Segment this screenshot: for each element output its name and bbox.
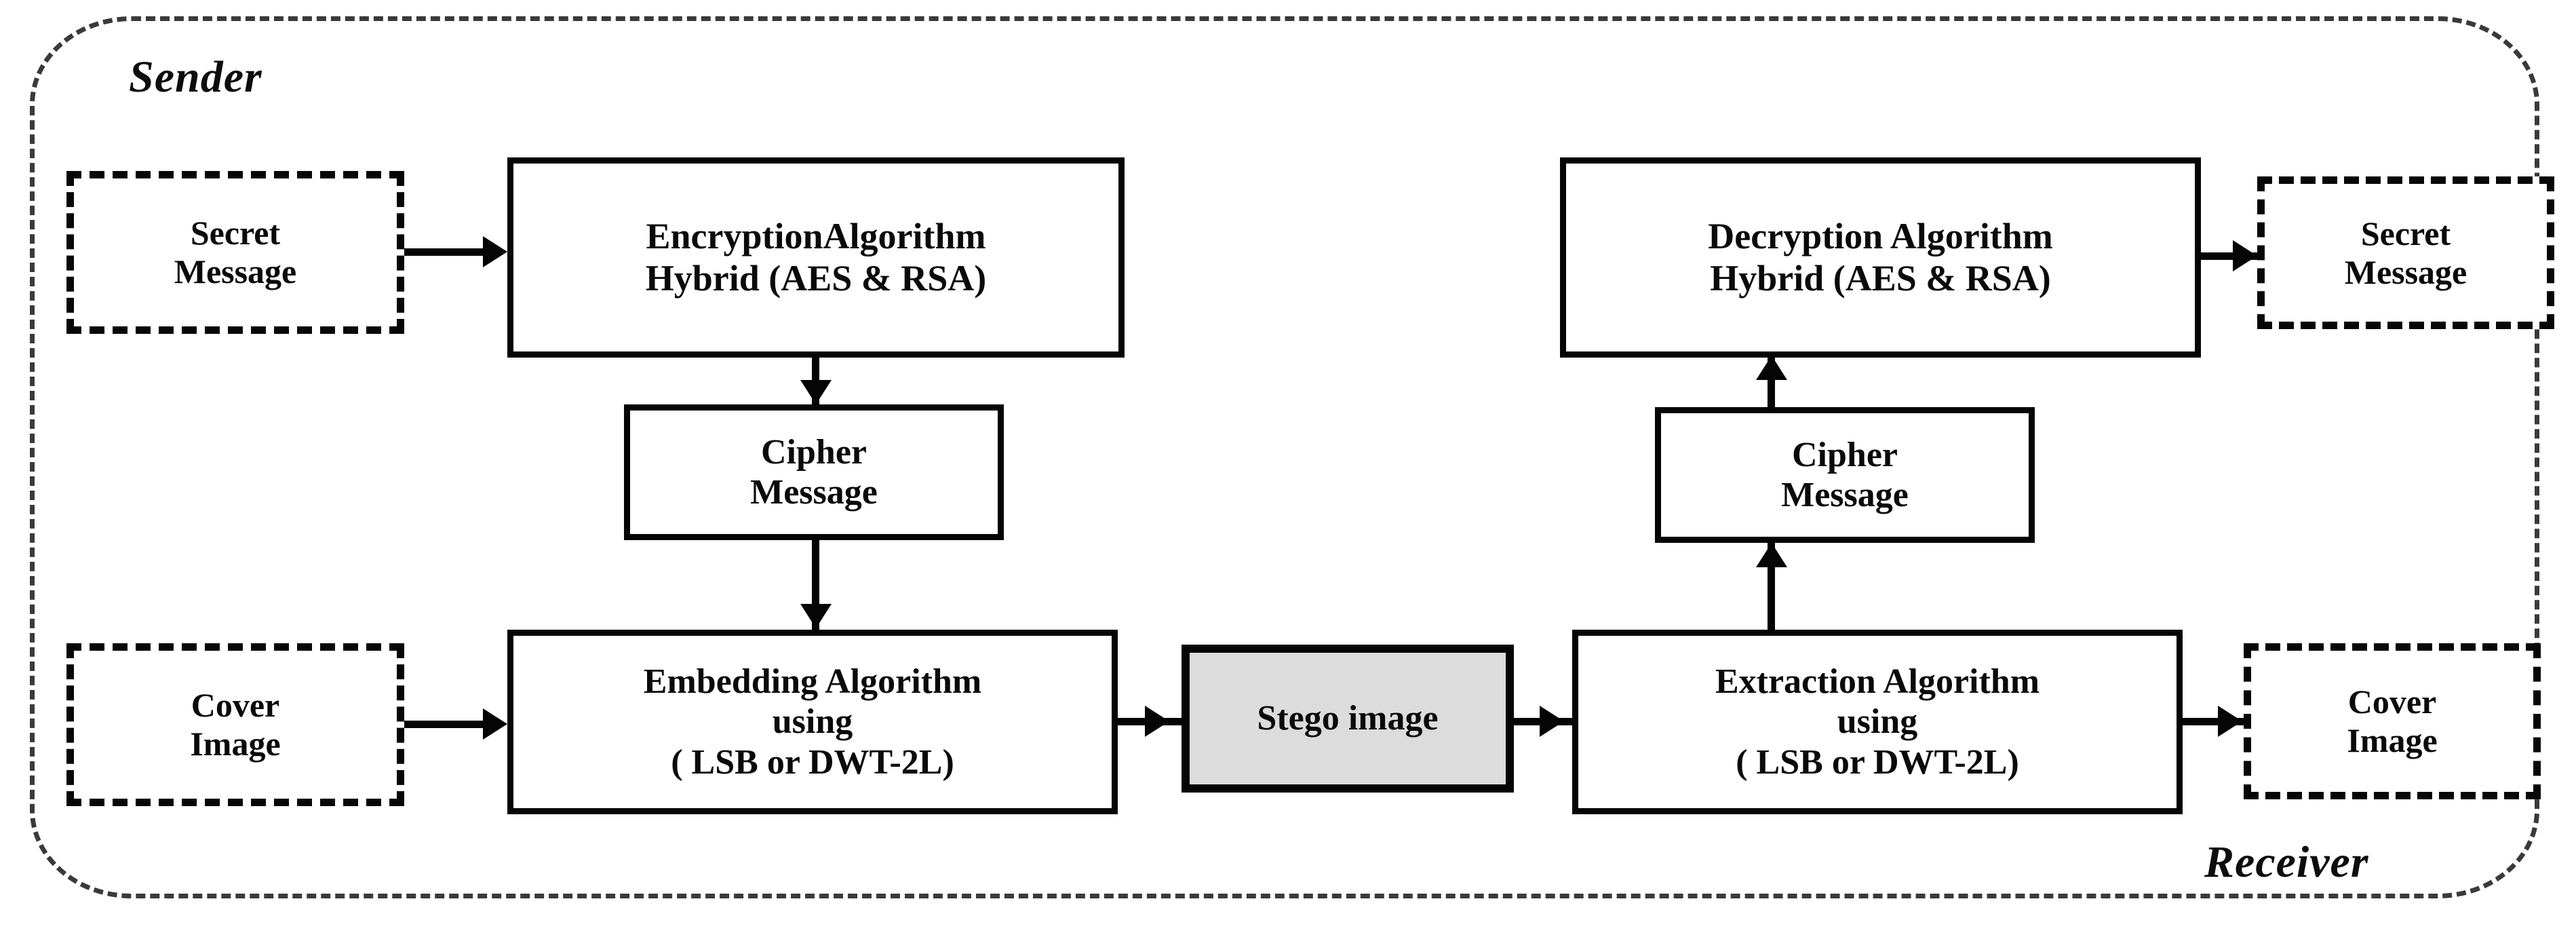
node-line-2: Image [190,725,281,763]
node-label: Cipher Message [1661,435,2029,516]
node-line-2: using [772,702,853,742]
arrowhead-cover-to-embedding [483,708,507,740]
node-label: Secret Message [2265,214,2547,292]
node-line-2: Message [174,252,297,290]
node-line-1: Extraction Algorithm [1715,662,2040,702]
arrowhead-cipher-to-decryption [1756,356,1787,380]
node-line-1: Embedding Algorithm [643,662,982,702]
connector-cipher-to-decryption [1768,356,1775,408]
node-label: Decryption Algorithm Hybrid (AES & RSA) [1566,216,2195,299]
node-line-1: EncryptionAlgorithm [646,215,986,256]
node-extraction-algorithm[interactable]: Extraction Algorithm using ( LSB or DWT-… [1572,630,2183,814]
arrowhead-decryption-to-secret [2233,240,2257,271]
node-line-3: ( LSB or DWT-2L) [1736,742,2019,782]
node-label: Extraction Algorithm using ( LSB or DWT-… [1578,662,2177,782]
receiver-label: Receiver [2204,837,2369,887]
node-label: Stego image [1190,698,1506,738]
arrowhead-embedding-to-stego [1145,706,1169,737]
node-line-2: Message [2344,252,2467,291]
arrowhead-encryption-to-cipher [800,380,832,404]
node-line-2: Message [1781,476,1909,514]
node-line-1: Secret [190,214,281,252]
connector-extraction-to-cipher [1768,543,1775,632]
node-line-2: using [1837,702,1918,742]
connector-cover-to-embedding [404,721,487,728]
connector-decryption-to-secret [2201,252,2261,260]
node-label: Embedding Algorithm using ( LSB or DWT-2… [513,662,1112,782]
node-cipher-message-sender[interactable]: Cipher Message [624,404,1004,540]
node-secret-message-input[interactable]: Secret Message [66,171,404,334]
node-secret-message-output[interactable]: Secret Message [2257,176,2554,329]
connector-cipher-to-embedding [812,540,819,630]
node-cover-image-output[interactable]: Cover Image [2244,643,2541,799]
system-boundary [30,16,2539,898]
node-line-3: ( LSB or DWT-2L) [671,742,954,782]
node-line-1: Cover [191,686,280,724]
node-line-1: Cipher [1792,435,1898,474]
node-line-1: Decryption Algorithm [1708,215,2053,256]
node-line-2: Message [750,473,878,512]
node-label: EncryptionAlgorithm Hybrid (AES & RSA) [513,216,1118,299]
node-encryption-algorithm[interactable]: EncryptionAlgorithm Hybrid (AES & RSA) [507,157,1125,358]
node-cover-image-input[interactable]: Cover Image [66,643,404,806]
node-decryption-algorithm[interactable]: Decryption Algorithm Hybrid (AES & RSA) [1560,157,2201,358]
node-cipher-message-receiver[interactable]: Cipher Message [1655,407,2035,543]
arrowhead-cipher-to-embedding [800,604,832,628]
node-embedding-algorithm[interactable]: Embedding Algorithm using ( LSB or DWT-2… [507,630,1118,814]
node-label: Cover Image [74,686,397,763]
connector-secret-to-encryption [404,248,487,256]
node-label: Cipher Message [630,432,998,513]
arrowhead-stego-to-extraction [1540,706,1564,737]
node-line-1: Secret [2360,214,2451,252]
node-stego-image[interactable]: Stego image [1182,645,1514,793]
node-line-1: Cover [2347,683,2437,721]
arrowhead-extraction-to-cipher [1756,543,1787,567]
node-line-1: Stego image [1257,699,1439,738]
arrowhead-extraction-to-cover [2218,706,2242,737]
node-label: Secret Message [74,214,397,291]
node-label: Cover Image [2251,683,2533,760]
node-line-2: Image [2347,721,2438,759]
connector-extraction-to-cover [2183,718,2249,725]
node-line-2: Hybrid (AES & RSA) [1710,257,2051,299]
arrowhead-secret-to-encryption [483,236,507,267]
sender-label: Sender [129,52,262,102]
node-line-1: Cipher [761,432,867,472]
node-line-2: Hybrid (AES & RSA) [645,257,987,299]
